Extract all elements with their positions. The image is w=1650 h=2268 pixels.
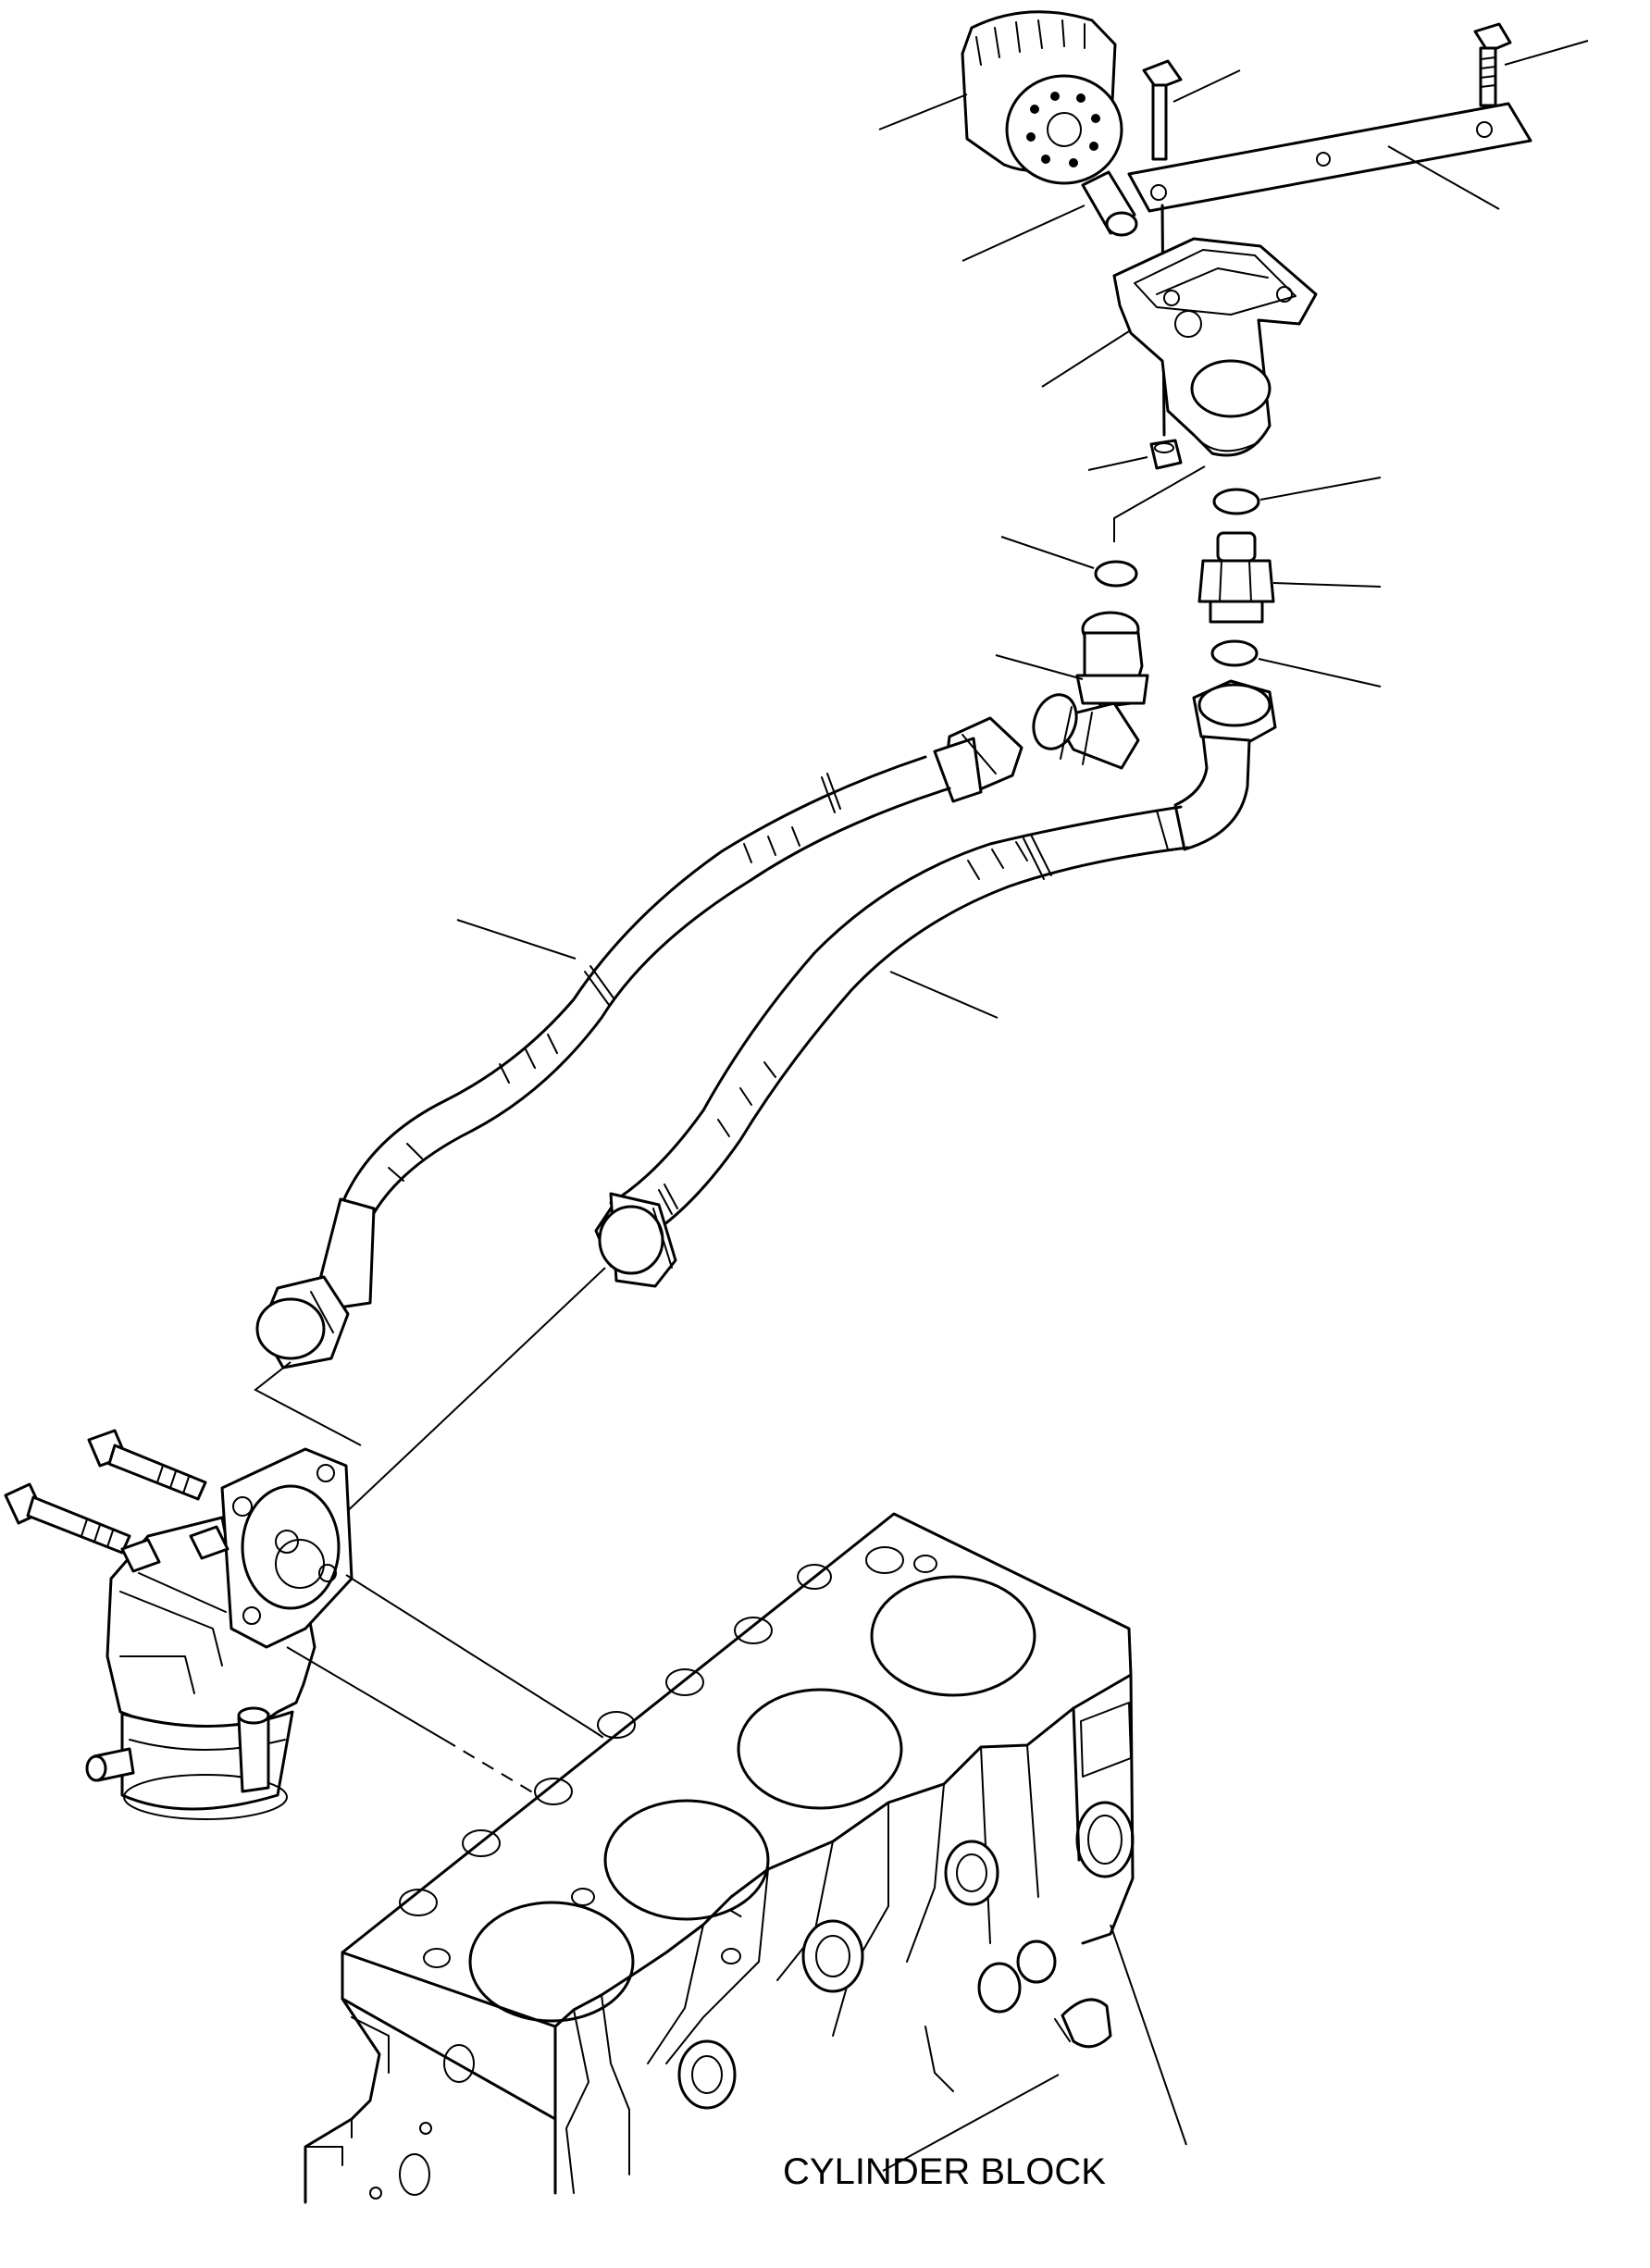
cooler-bolt-upper xyxy=(87,1429,207,1501)
straight-connector xyxy=(1197,531,1275,624)
oil-filter-cartridge xyxy=(961,10,1123,185)
leader-filter-head xyxy=(1041,330,1130,388)
leader-cooler-block-upper xyxy=(345,1574,593,1731)
leader-hose-b xyxy=(889,971,999,1019)
o-ring-lower xyxy=(1210,639,1259,667)
filter-nipple xyxy=(1081,170,1138,237)
bolt-bracket xyxy=(1473,22,1512,107)
cylinder-block-caption: CYLINDER BLOCK xyxy=(783,2151,1106,2192)
oil-cooler-assembly xyxy=(85,1447,354,1820)
leader-oil-filter xyxy=(878,93,968,130)
leader-hose-a-to-cooler xyxy=(254,1361,362,1446)
leader-o-ring-upper xyxy=(1259,477,1382,501)
mounting-bracket xyxy=(1127,102,1532,213)
leader-bolt-bracket xyxy=(1504,40,1589,66)
leader-elbow xyxy=(995,654,1084,680)
cylinder-block xyxy=(304,1512,1135,2204)
hex-nut xyxy=(1149,439,1183,470)
leader-bracket xyxy=(1387,145,1500,210)
leader-connector xyxy=(1272,582,1382,588)
leader-o-ring-lower xyxy=(1258,658,1382,688)
o-ring-upper xyxy=(1212,488,1260,515)
oil-hose-a xyxy=(255,716,1023,1369)
leader-block-fitting xyxy=(882,2074,1060,2172)
leader-hose-a xyxy=(456,919,577,960)
leader-block-side xyxy=(1110,1924,1187,2146)
cooler-bolt-lower xyxy=(4,1482,131,1555)
o-ring-left xyxy=(1094,560,1138,588)
leader-nipple xyxy=(961,204,1086,262)
filter-head-adapter xyxy=(1112,237,1318,457)
elbow-fitting xyxy=(1032,611,1149,770)
oil-hose-b xyxy=(594,679,1277,1288)
leader-head-oring xyxy=(1113,465,1206,542)
bolt-short xyxy=(1142,59,1183,161)
leader-cooler-block-lower xyxy=(286,1646,445,1741)
leader-nut xyxy=(1087,456,1148,471)
leader-bolt-short xyxy=(1172,69,1241,103)
leader-hose-b-to-cooler xyxy=(340,1267,606,1518)
leader-o-ring-left xyxy=(1000,536,1095,569)
